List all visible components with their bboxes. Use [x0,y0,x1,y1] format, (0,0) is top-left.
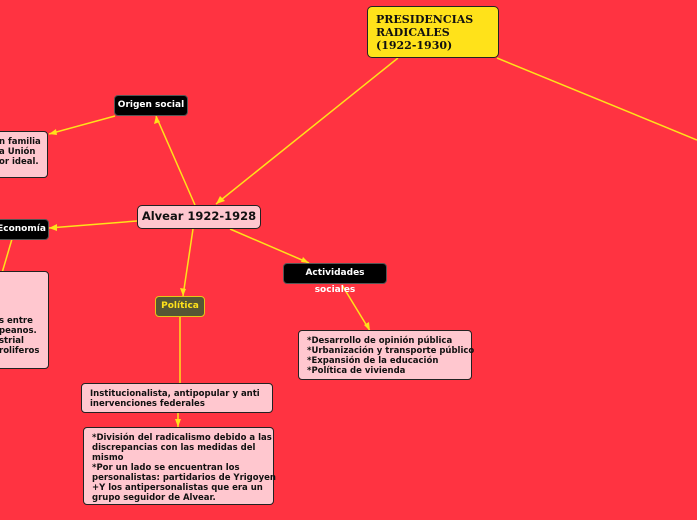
center-node[interactable]: Alvear 1922-1928 [137,205,261,229]
economia-text-node[interactable]: s entre peanos. strial roliferos [0,271,49,369]
politica-detail-line: *Por un lado se encuentran los [92,463,240,473]
origen-line: a Unión [0,147,36,157]
actividades-line: *Política de vivienda [307,366,406,376]
link-root-center [215,57,399,205]
origen-label: Origen social [117,100,185,110]
politica-text-node-2[interactable]: *División del radicalismo debido a las d… [83,427,276,505]
politica-label: Política [161,301,199,311]
root-line: RADICALES [376,26,450,39]
politica-line: Institucionalista, antipopular y anti [90,389,260,399]
economia-line: peanos. [0,326,37,336]
origen-text-node[interactable]: n familia a Unión or ideal. [0,131,48,178]
economia-line: strial [0,336,24,346]
politica-detail-line: *División del radicalismo debido a las [92,433,272,443]
link-economia-text [1,238,13,274]
actividades-label: Actividades sociales [305,268,365,295]
actividades-line: *Urbanización y transporte público [307,346,475,356]
link-origen-text [48,115,116,135]
center-label: Alvear 1922-1928 [141,209,257,223]
politica-detail-line: personalistas: partidarios de Yrigoyen [92,473,276,483]
economia-line: roliferos [0,346,40,356]
economia-line: s entre [0,316,33,326]
actividades-node[interactable]: Actividades sociales [283,263,387,295]
link-center-origen [155,115,196,206]
origen-line: or ideal. [0,157,39,167]
link-center-actividades [229,228,310,264]
actividades-line: *Desarrollo de opinión pública [307,336,453,346]
link-actividades-text [341,284,371,332]
economia-label: Economía [0,224,46,234]
politica-text-node-1[interactable]: Institucionalista, antipopular y anti in… [81,383,273,413]
root-node[interactable]: PRESIDENCIAS RADICALES (1922-1930) [367,6,499,58]
politica-detail-line: +Y los antipersonalistas que era un [92,483,263,493]
root-line: (1922-1930) [376,39,453,52]
root-line: PRESIDENCIAS [376,13,474,26]
actividades-text-node[interactable]: *Desarrollo de opinión pública *Urbaniza… [298,330,475,380]
link-center-economia [48,220,138,229]
link-center-politica [182,228,194,297]
origen-node[interactable]: Origen social [114,95,188,116]
link-root-offscreen [496,57,697,141]
politica-node[interactable]: Política [155,296,205,317]
politica-detail-line: mismo [92,453,124,463]
politica-detail-line: grupo seguidor de Alvear. [92,493,216,503]
origen-line: n familia [0,137,41,147]
economia-node[interactable]: Economía [0,219,49,240]
actividades-line: *Expansión de la educación [307,356,439,366]
politica-detail-line: discrepancias con las medidas del [92,443,256,453]
politica-line: inervenciones federales [90,399,205,409]
